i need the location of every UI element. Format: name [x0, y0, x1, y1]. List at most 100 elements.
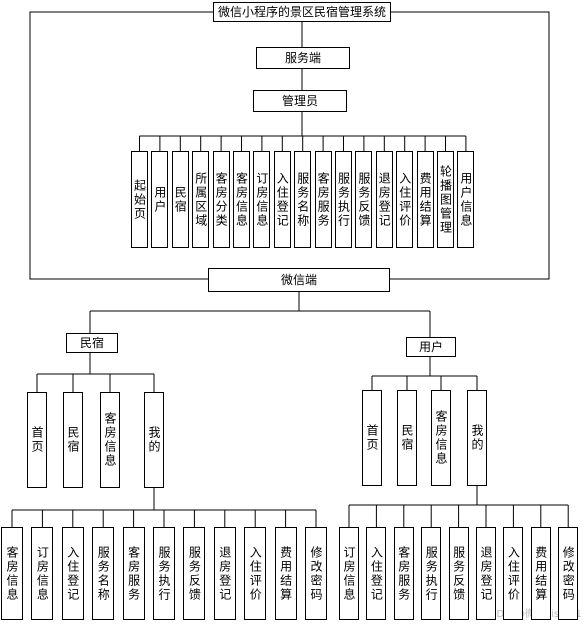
- user-mine-0: 订房信息: [339, 527, 359, 620]
- admin-module-6-label: 订房信息: [254, 171, 269, 228]
- homestay-tab-1-label: 民宿: [66, 426, 80, 454]
- homestay-role-label: 民宿: [79, 336, 104, 350]
- homestay-mine-1: 订房信息: [31, 527, 54, 620]
- user-mine-0-label: 订房信息: [342, 545, 356, 602]
- user-mine-4-label: 服务反馈: [451, 545, 466, 602]
- admin-label: 管理员: [281, 94, 318, 108]
- homestay-tab-3-label: 我的: [147, 426, 161, 454]
- user-mine-3: 服务执行: [421, 527, 442, 620]
- admin-module-2-label: 民宿: [173, 185, 188, 214]
- homestay-mine-9: 费用结算: [274, 527, 297, 620]
- admin-module-12: 退房登记: [375, 151, 393, 248]
- admin-box: 管理员: [253, 90, 347, 112]
- user-tab-3: 我的: [467, 390, 487, 486]
- homestay-mine-8-label: 入住评价: [248, 545, 263, 602]
- homestay-mine-4-label: 客房服务: [126, 545, 141, 602]
- user-mine-8: 修改密码: [558, 527, 579, 620]
- wechat-label: 微信端: [280, 273, 317, 287]
- homestay-mine-1-label: 订房信息: [35, 545, 50, 602]
- admin-module-10: 服务执行: [335, 151, 352, 248]
- user-mine-4: 服务反馈: [448, 527, 469, 620]
- admin-module-13: 入住评价: [396, 151, 414, 248]
- admin-module-12-label: 退房登记: [377, 171, 392, 228]
- server-box: 服务端: [256, 47, 350, 69]
- admin-module-11-label: 服务反馈: [356, 171, 371, 228]
- homestay-tab-0-label: 首页: [30, 426, 44, 454]
- admin-module-3: 所属区域: [192, 151, 210, 248]
- admin-module-8-label: 服务名称: [295, 171, 310, 228]
- user-mine-7-label: 费用结算: [533, 545, 548, 602]
- homestay-tab-1: 民宿: [63, 392, 83, 488]
- user-mine-6: 入住评价: [503, 527, 524, 620]
- user-mine-2-label: 客房服务: [396, 545, 411, 602]
- user-tab-1-label: 民宿: [400, 424, 414, 452]
- admin-module-9: 客房服务: [314, 151, 332, 248]
- homestay-mine-3-label: 服务名称: [96, 545, 111, 602]
- user-tab-2: 客房信息: [431, 390, 451, 486]
- homestay-mine-5: 服务执行: [153, 527, 175, 620]
- admin-module-7: 入住登记: [273, 151, 291, 248]
- homestay-mine-10-label: 修改密码: [309, 545, 323, 602]
- admin-module-16-label: 用户信息: [458, 171, 473, 228]
- homestay-mine-3: 服务名称: [92, 527, 115, 620]
- homestay-tab-2-label: 客房信息: [103, 412, 117, 468]
- user-mine-5: 退房登记: [476, 527, 496, 620]
- admin-module-9-label: 客房服务: [316, 171, 331, 228]
- wechat-box: 微信端: [208, 268, 390, 292]
- homestay-mine-2: 入住登记: [61, 527, 84, 620]
- admin-module-7-label: 入住登记: [275, 171, 290, 228]
- user-mine-8-label: 修改密码: [561, 545, 576, 602]
- user-mine-5-label: 退房登记: [479, 545, 493, 602]
- admin-module-4-label: 客房分类: [214, 171, 229, 228]
- user-role-label: 用户: [418, 340, 443, 354]
- admin-module-11: 服务反馈: [355, 151, 373, 248]
- admin-module-0-label: 起始页: [132, 178, 147, 221]
- homestay-tab-0: 首页: [27, 392, 47, 488]
- admin-module-15: 轮播图管理: [437, 151, 454, 248]
- admin-module-10-label: 服务执行: [336, 171, 351, 228]
- admin-module-1: 用户: [151, 151, 169, 248]
- user-tab-2-label: 客房信息: [434, 410, 448, 466]
- admin-module-16: 用户信息: [457, 151, 475, 248]
- admin-module-14: 费用结算: [416, 151, 434, 248]
- user-mine-1-label: 入住登记: [369, 545, 384, 602]
- admin-module-3-label: 所属区域: [193, 171, 208, 228]
- user-tab-0-label: 首页: [365, 424, 379, 452]
- admin-module-0: 起始页: [131, 151, 148, 248]
- homestay-mine-8: 入住评价: [244, 527, 267, 620]
- admin-module-14-label: 费用结算: [418, 171, 433, 228]
- server-label: 服务端: [284, 51, 321, 65]
- homestay-tab-3: 我的: [144, 392, 164, 488]
- user-role-box: 用户: [406, 337, 456, 357]
- homestay-mine-5-label: 服务执行: [157, 545, 171, 602]
- user-mine-3-label: 服务执行: [424, 545, 439, 602]
- user-mine-1: 入住登记: [366, 527, 387, 620]
- admin-module-2: 民宿: [171, 151, 189, 248]
- homestay-mine-4: 客房服务: [122, 527, 145, 620]
- homestay-mine-7: 退房登记: [213, 527, 236, 620]
- user-mine-6-label: 入住评价: [506, 545, 521, 602]
- admin-module-4: 客房分类: [212, 151, 230, 248]
- homestay-mine-0-label: 客房信息: [5, 545, 19, 602]
- admin-module-1-label: 用户: [152, 185, 167, 214]
- admin-module-13-label: 入住评价: [397, 171, 412, 228]
- homestay-mine-10: 修改密码: [305, 527, 327, 620]
- user-mine-2: 客房服务: [393, 527, 414, 620]
- admin-module-5-label: 客房信息: [234, 171, 249, 228]
- system-title: 微信小程序的景区民宿管理系统: [217, 5, 386, 19]
- admin-module-5: 客房信息: [233, 151, 250, 248]
- user-tab-1: 民宿: [397, 390, 417, 486]
- homestay-mine-9-label: 费用结算: [278, 545, 293, 602]
- homestay-mine-0: 客房信息: [1, 527, 23, 620]
- user-tab-3-label: 我的: [470, 424, 484, 452]
- admin-module-6: 订房信息: [253, 151, 271, 248]
- admin-module-15-label: 轮播图管理: [438, 164, 453, 235]
- homestay-mine-2-label: 入住登记: [65, 545, 80, 602]
- user-tab-0: 首页: [362, 390, 382, 486]
- system-title-box: 微信小程序的景区民宿管理系统: [213, 2, 391, 22]
- homestay-mine-6: 服务反馈: [183, 527, 206, 620]
- admin-module-8: 服务名称: [294, 151, 312, 248]
- homestay-mine-7-label: 退房登记: [217, 545, 232, 602]
- user-mine-7: 费用结算: [530, 527, 551, 620]
